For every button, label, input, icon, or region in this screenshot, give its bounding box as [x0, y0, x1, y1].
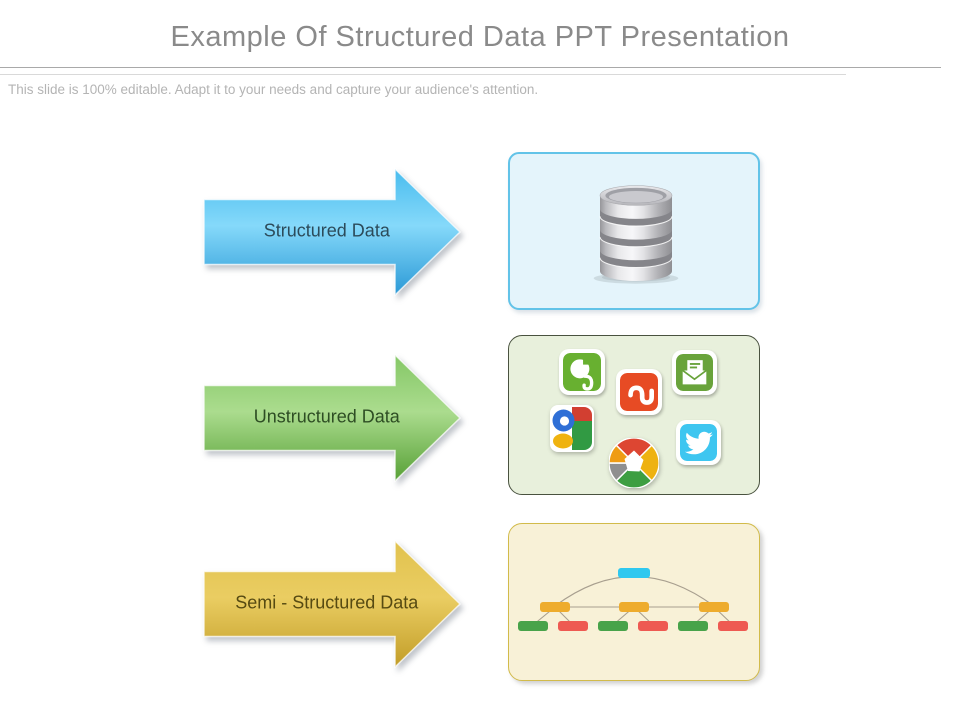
tree-diagram [518, 568, 748, 631]
structured-data-arrow: Structured Data [202, 165, 462, 299]
right-arrow-shape-green [203, 353, 462, 483]
slide-subtitle: This slide is 100% editable. Adapt it to… [8, 82, 539, 97]
database-icon [593, 185, 679, 284]
twitter-icon [676, 420, 721, 465]
tree-leaf-node [558, 621, 588, 631]
semi-structured-data-panel [508, 523, 760, 681]
tree-root-node [618, 568, 650, 578]
google-icon [550, 405, 594, 457]
picasa-icon [608, 437, 660, 493]
tree-branch-node [699, 602, 729, 612]
tree-leaf-node [718, 621, 748, 631]
arrow-label: Unstructured Data [253, 406, 400, 427]
arrow-label: Structured Data [263, 220, 390, 241]
structured-data-panel [508, 152, 760, 310]
arrow-label: Semi - Structured Data [235, 592, 419, 613]
tree-leaf-node [598, 621, 628, 631]
tree-leaf-node [678, 621, 708, 631]
slide-title: Example Of Structured Data PPT Presentat… [170, 21, 790, 53]
unstructured-data-arrow: Unstructured Data [202, 351, 462, 485]
tree-branch-node [540, 602, 570, 612]
title-divider-light [0, 74, 846, 75]
unstructured-data-panel [508, 335, 760, 495]
right-arrow-shape-blue [203, 167, 462, 297]
right-arrow-shape-gold [203, 539, 462, 669]
tree-leaf-node [638, 621, 668, 631]
evernote-icon [559, 349, 605, 395]
tree-leaf-node [518, 621, 548, 631]
stumbleupon-icon [616, 369, 662, 415]
title-divider-dark [0, 67, 941, 68]
semi-structured-data-arrow: Semi - Structured Data [202, 537, 462, 671]
tree-branch-node [619, 602, 649, 612]
email-newsletter-icon [672, 350, 717, 395]
